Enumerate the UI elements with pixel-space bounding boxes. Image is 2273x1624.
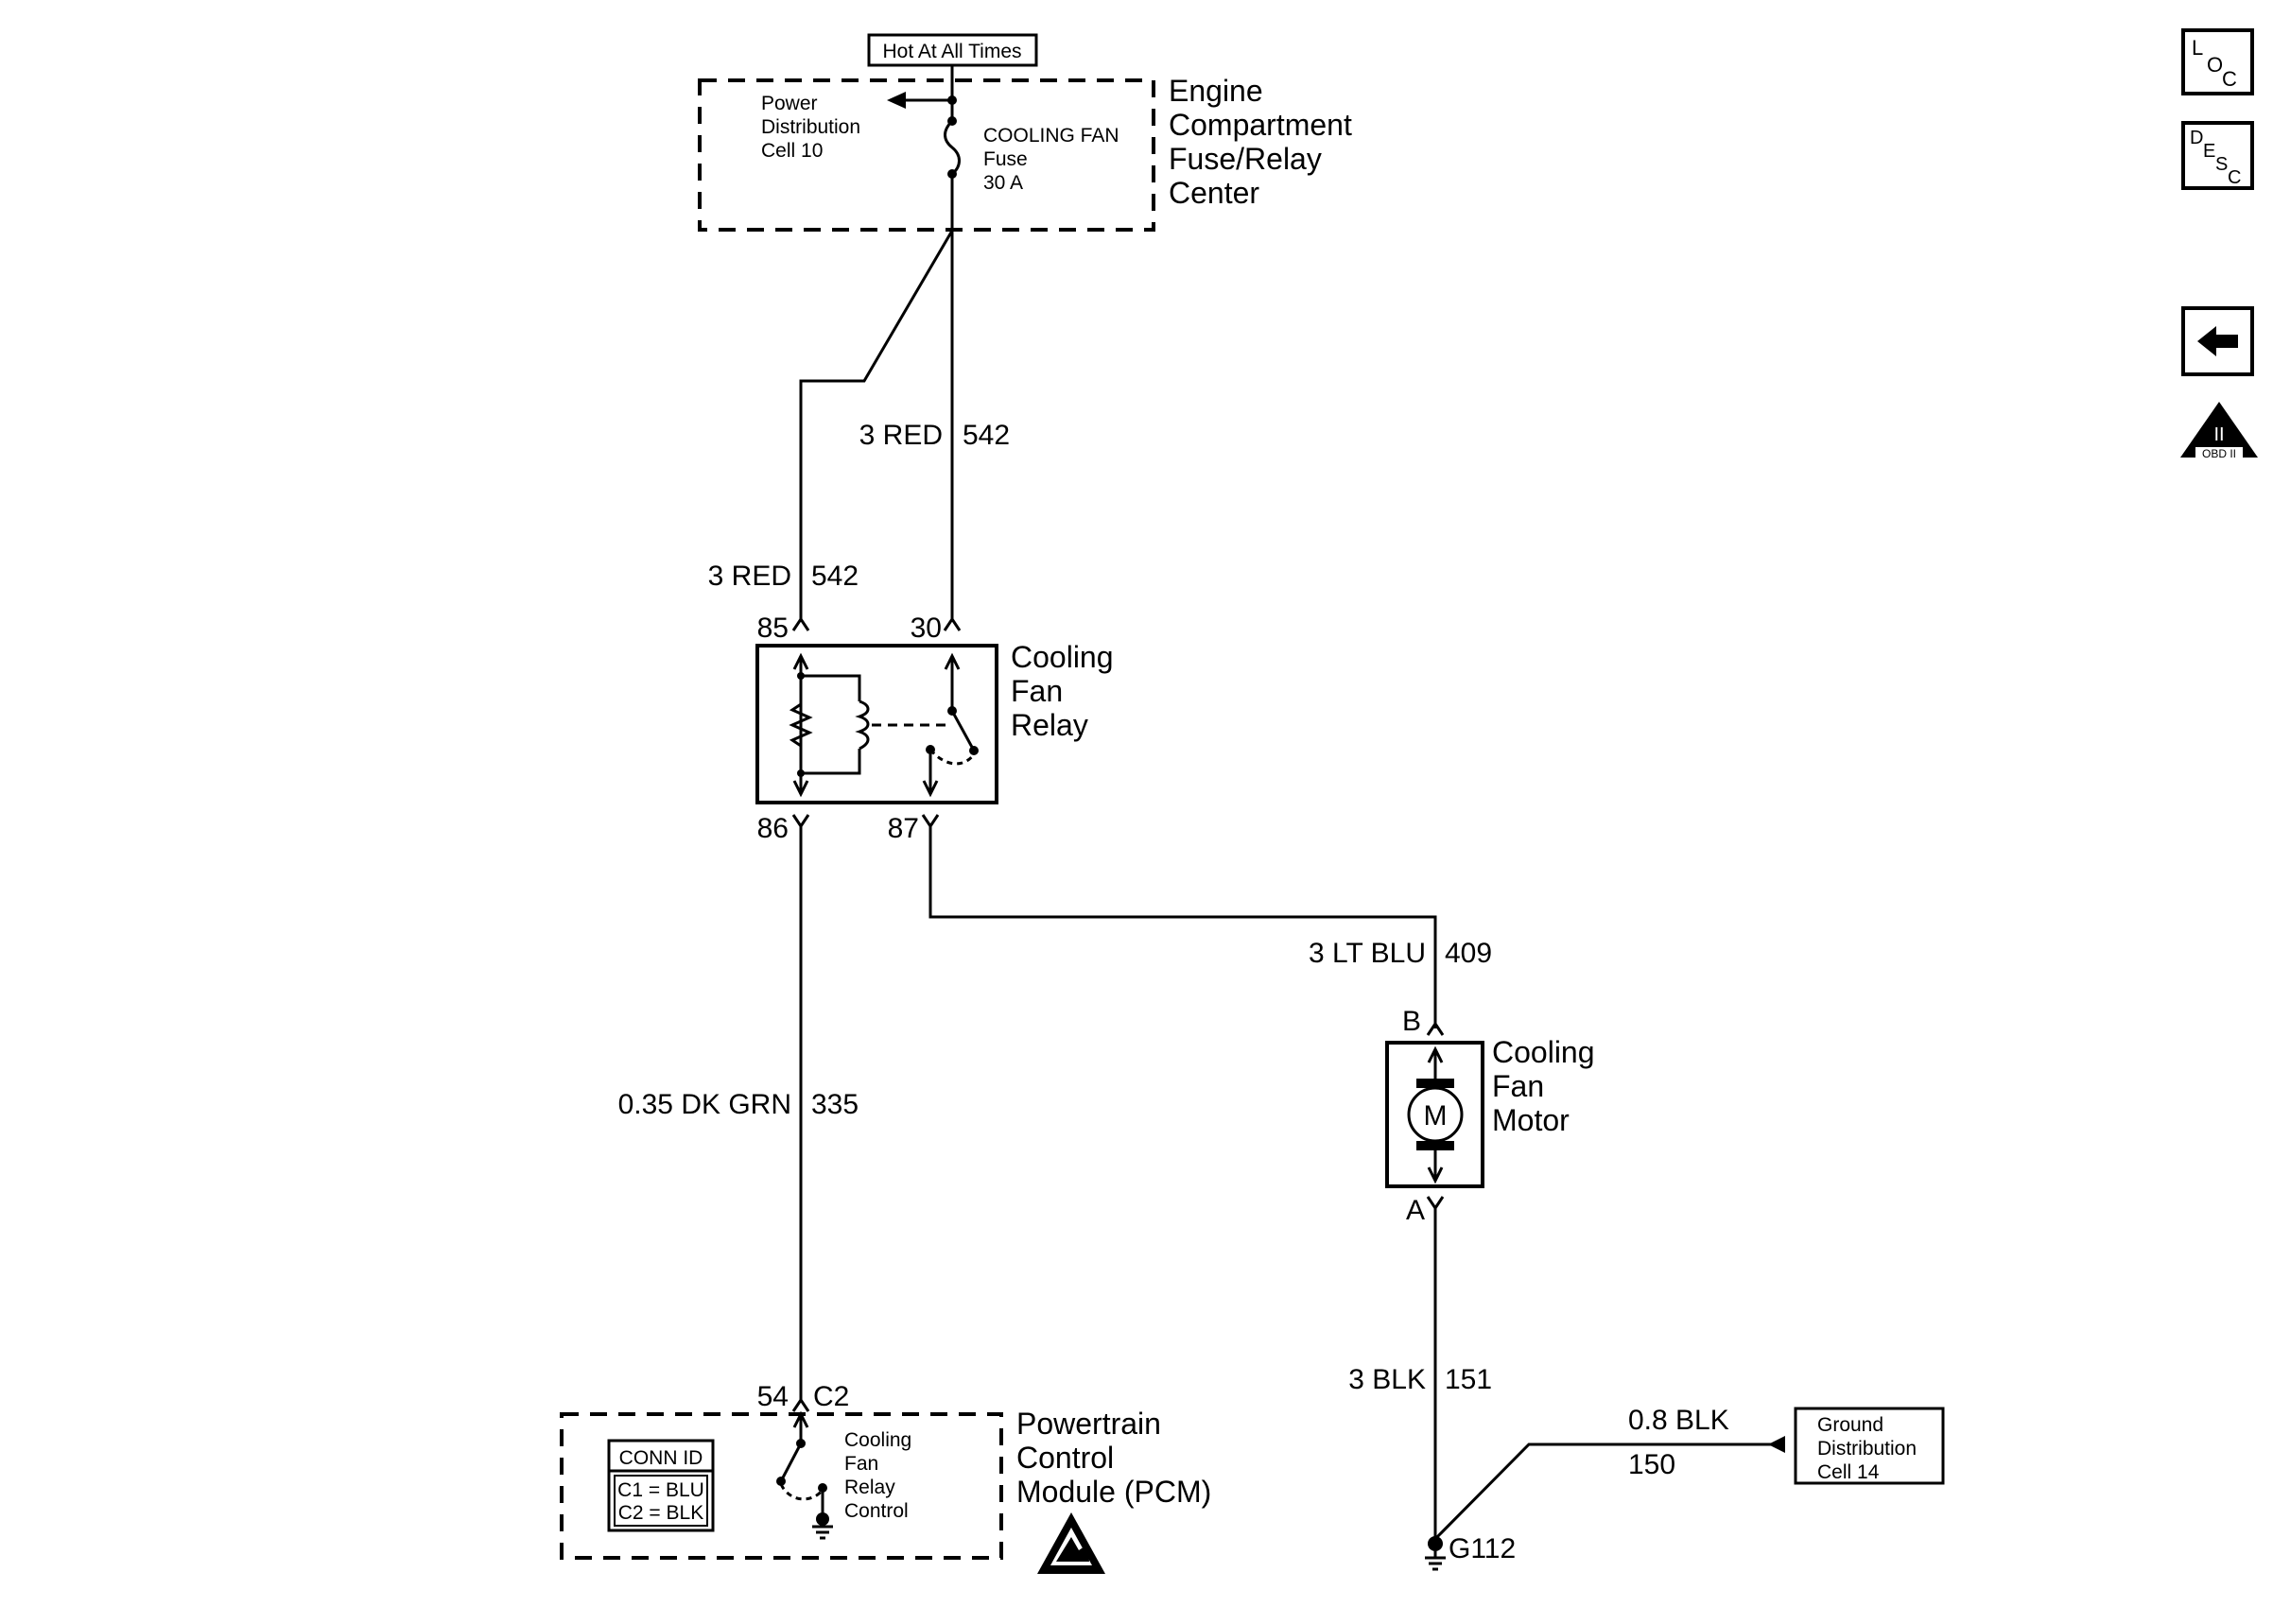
- relay-pin-87: 87: [888, 813, 919, 844]
- motor-name-1: Cooling: [1492, 1035, 1595, 1069]
- pcm-switch-blade: [779, 1443, 803, 1482]
- back-button[interactable]: [2181, 306, 2254, 376]
- wire-dk-grn-color: 0.35 DK GRN: [618, 1089, 791, 1120]
- connector-id-c2: C2 = BLK: [618, 1502, 703, 1524]
- pcm-control-label-1: Cooling: [844, 1429, 911, 1451]
- ground-id: G112: [1449, 1533, 1516, 1564]
- fuse-relay-center-border: [698, 78, 1155, 232]
- fuse-symbol: [944, 119, 961, 176]
- fuse-relay-center-name-2: Compartment: [1169, 108, 1352, 142]
- pcm-control-label-4: Control: [844, 1500, 909, 1522]
- desc-letter-s: S: [2215, 154, 2228, 175]
- obd-ii-button[interactable]: II OBD II: [2180, 402, 2258, 460]
- power-distribution-text-3: Cell 10: [761, 140, 823, 162]
- obd-ii-label: OBD II: [2202, 447, 2236, 460]
- back-arrow-icon: [2197, 326, 2238, 356]
- cooling-fan-motor: M Cooling Fan Motor A: [1385, 1035, 1595, 1226]
- loc-letter-c: C: [2222, 67, 2237, 91]
- hot-at-all-times-label: Hot At All Times: [882, 41, 1021, 62]
- relay-to-motor-wire: 3 LT BLU 409 B: [928, 826, 1492, 1037]
- pcm-border: [560, 1412, 1003, 1560]
- connector-id-c1: C1 = BLU: [617, 1479, 704, 1501]
- esd-warning-icon: [1037, 1512, 1105, 1574]
- ground-circuit: 3 BLK 151 0.8 BLK 150 Ground Distributio…: [1348, 1208, 1945, 1571]
- location-button[interactable]: L O C: [2181, 28, 2254, 95]
- relay-name-2: Fan: [1011, 674, 1063, 708]
- loc-letter-o: O: [2207, 53, 2223, 77]
- power-distribution-text-2: Distribution: [761, 116, 860, 138]
- pcm-pin-54: 54: [757, 1381, 789, 1412]
- fuse-label-2: Fuse: [983, 148, 1028, 170]
- pcm-control-label-3: Relay: [844, 1477, 895, 1498]
- power-distribution-arrow: [887, 92, 906, 109]
- fuse-label-1: COOLING FAN: [983, 125, 1119, 147]
- wire-lt-blu-circuit: 409: [1445, 938, 1492, 969]
- ground-distribution-text-2: Distribution: [1817, 1438, 1917, 1460]
- obd-ii-roman: II: [2213, 424, 2224, 445]
- motor-symbol-letter: M: [1424, 1100, 1448, 1132]
- relay-pin-30: 30: [911, 613, 942, 644]
- power-distribution-text-1: Power: [761, 93, 818, 114]
- connector-id-title: CONN ID: [619, 1447, 703, 1469]
- desc-letter-e: E: [2203, 141, 2215, 162]
- wire-lt-blu-color: 3 LT BLU: [1309, 938, 1426, 969]
- relay-name-3: Relay: [1011, 708, 1088, 742]
- pcm-control-label-2: Fan: [844, 1453, 878, 1475]
- powertrain-control-module: CONN ID C1 = BLU C2 = BLK Cooling Fan Re…: [560, 1407, 1211, 1574]
- fuse-output-wires: 3 RED 542 3 RED 542: [708, 174, 1010, 622]
- relay-switch-blade: [950, 710, 976, 752]
- motor-body: [1385, 1041, 1484, 1188]
- connector-id-table: [607, 1439, 715, 1532]
- motor-symbol: [1407, 1086, 1464, 1143]
- motor-name-2: Fan: [1492, 1069, 1544, 1103]
- ground-distribution-box: [1794, 1407, 1945, 1485]
- ground-splice: [1428, 1536, 1443, 1551]
- desc-letter-c: C: [2228, 167, 2241, 188]
- motor-name-3: Motor: [1492, 1103, 1570, 1137]
- fuse-label-3: 30 A: [983, 172, 1023, 194]
- pcm-name-2: Control: [1016, 1441, 1114, 1475]
- hot-at-all-times-box: [867, 33, 1038, 67]
- relay-pin-86: 86: [757, 813, 789, 844]
- relay-body: [755, 644, 998, 804]
- wire-red-left-color: 3 RED: [708, 561, 791, 592]
- wire-dk-grn-circuit: 335: [811, 1089, 859, 1120]
- fuse-relay-center-name-4: Center: [1169, 176, 1259, 210]
- wire-blk-150-circuit: 150: [1628, 1449, 1675, 1480]
- ground-distribution-arrow: [1768, 1436, 1785, 1453]
- desc-letter-d: D: [2190, 128, 2203, 148]
- pcm-connector-c2: C2: [813, 1381, 849, 1412]
- ground-distribution-text-3: Cell 14: [1817, 1461, 1880, 1483]
- wire-blk-151-color: 3 BLK: [1348, 1364, 1426, 1395]
- fuse-relay-center: Hot At All Times Power Distribution Cell…: [698, 33, 1352, 232]
- wire-blk-150-color: 0.8 BLK: [1628, 1405, 1729, 1436]
- relay-to-pcm-wire: 0.35 DK GRN 335 54 C2: [618, 826, 859, 1412]
- fuse-relay-center-name-1: Engine: [1169, 74, 1263, 108]
- motor-pin-a: A: [1406, 1195, 1425, 1226]
- obd-ii-icon: [2180, 402, 2258, 458]
- pcm-name-1: Powertrain: [1016, 1407, 1161, 1441]
- description-button[interactable]: D E S C: [2181, 121, 2254, 190]
- relay-name-1: Cooling: [1011, 640, 1114, 674]
- relay-resistor: [789, 702, 813, 748]
- relay-coil: [855, 700, 870, 751]
- wire-red-right-color: 3 RED: [859, 420, 943, 451]
- relay-pin-85: 85: [757, 613, 789, 644]
- motor-pin-b: B: [1402, 1006, 1421, 1037]
- fuse-relay-center-name-3: Fuse/Relay: [1169, 142, 1322, 176]
- cooling-fan-relay: 85 30 Cooling Fan Relay 86 87: [755, 613, 1114, 844]
- wire-red-right-circuit: 542: [963, 420, 1010, 451]
- wire-blk-151-circuit: 151: [1445, 1364, 1492, 1395]
- ground-distribution-text-1: Ground: [1817, 1414, 1883, 1436]
- wire-red-left-circuit: 542: [811, 561, 859, 592]
- pcm-name-3: Module (PCM): [1016, 1475, 1211, 1509]
- loc-letter-l: L: [2192, 36, 2203, 60]
